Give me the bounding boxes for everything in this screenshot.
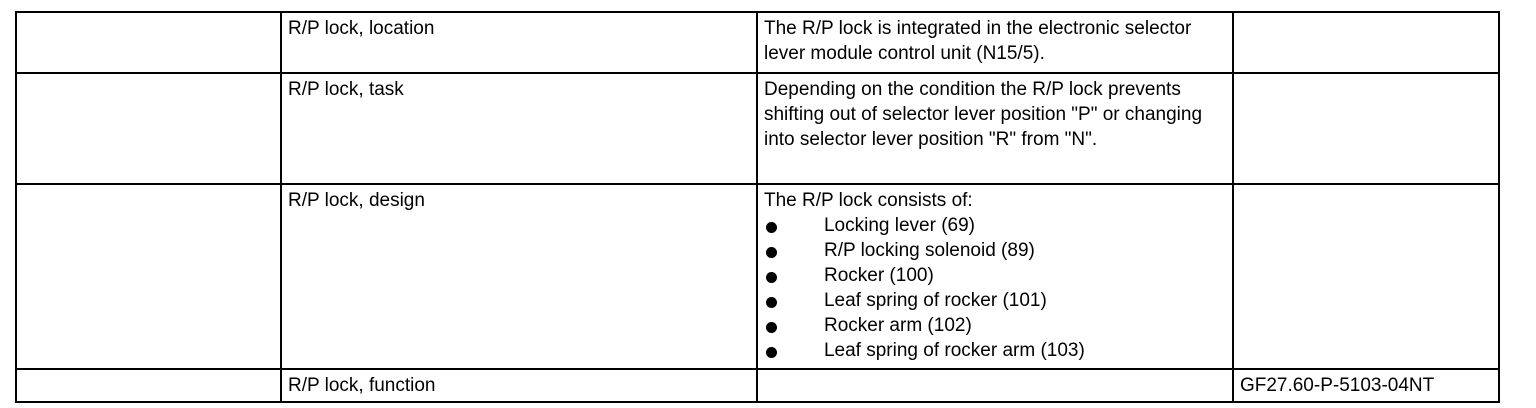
bullet-icon bbox=[765, 247, 777, 258]
list-item: Leaf spring of rocker (101) bbox=[764, 288, 1226, 313]
list-item: Rocker arm (102) bbox=[764, 313, 1226, 338]
list-item: Rocker (100) bbox=[764, 263, 1226, 288]
description-cell: The R/P lock is integrated in the electr… bbox=[755, 11, 1234, 74]
bullet-icon bbox=[765, 322, 777, 333]
list-item-label: Rocker arm (102) bbox=[823, 315, 972, 336]
empty-cell bbox=[15, 183, 282, 370]
list-item-label: Leaf spring of rocker (101) bbox=[823, 290, 1047, 311]
list-item-label: Leaf spring of rocker arm (103) bbox=[823, 340, 1085, 361]
list-item-label: Rocker (100) bbox=[823, 265, 934, 286]
table-row: R/P lock, task Depending on the conditio… bbox=[15, 72, 1501, 185]
list-item-label: Locking lever (69) bbox=[823, 215, 975, 236]
table-row: R/P lock, design The R/P lock consists o… bbox=[15, 183, 1501, 370]
topic-cell: R/P lock, task bbox=[280, 72, 758, 185]
empty-cell bbox=[15, 72, 282, 185]
empty-cell bbox=[15, 368, 282, 403]
description-cell: The R/P lock consists of: Locking lever … bbox=[755, 183, 1234, 370]
description-cell bbox=[755, 368, 1234, 403]
bullet-icon bbox=[765, 297, 777, 308]
bullet-icon bbox=[765, 222, 777, 233]
description-cell: Depending on the condition the R/P lock … bbox=[755, 72, 1234, 185]
reference-link[interactable]: GF27.60-P-5103-04NT bbox=[1231, 368, 1501, 403]
list-item-label: R/P locking solenoid (89) bbox=[823, 240, 1035, 261]
reference-cell bbox=[1231, 72, 1501, 185]
document-table: R/P lock, location The R/P lock is integ… bbox=[15, 11, 1501, 403]
description-intro: The R/P lock consists of: bbox=[763, 190, 973, 211]
list-item: R/P locking solenoid (89) bbox=[764, 238, 1226, 263]
list-item: Leaf spring of rocker arm (103) bbox=[764, 338, 1226, 363]
component-list: Locking lever (69) R/P locking solenoid … bbox=[764, 213, 1226, 363]
reference-cell bbox=[1231, 11, 1501, 74]
list-item: Locking lever (69) bbox=[764, 213, 1226, 238]
bullet-icon bbox=[765, 347, 777, 358]
topic-cell: R/P lock, function bbox=[280, 368, 758, 403]
bullet-icon bbox=[765, 272, 777, 283]
table-row: R/P lock, location The R/P lock is integ… bbox=[15, 11, 1501, 74]
empty-cell bbox=[15, 11, 282, 74]
topic-cell: R/P lock, location bbox=[280, 11, 758, 74]
reference-cell bbox=[1231, 183, 1501, 370]
table-row: R/P lock, function GF27.60-P-5103-04NT bbox=[15, 368, 1501, 403]
topic-cell: R/P lock, design bbox=[280, 183, 758, 370]
